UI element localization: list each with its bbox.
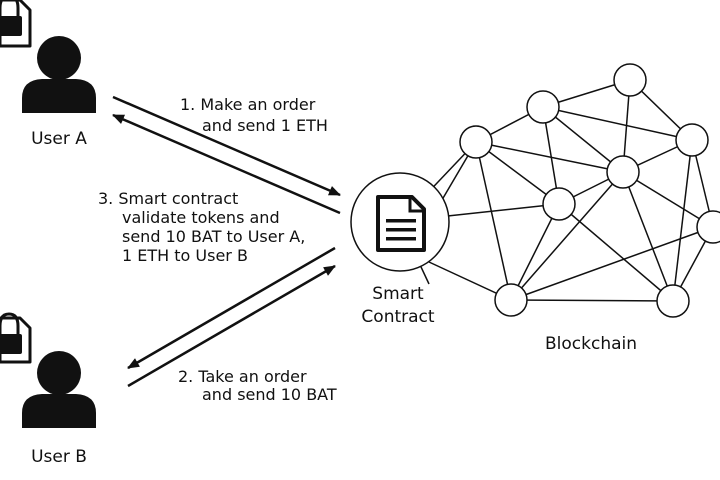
user-a-icon <box>22 36 96 113</box>
document-icon <box>376 195 426 252</box>
step-1-line-1: 1. Make an order <box>180 95 316 114</box>
blockchain-node <box>459 125 493 159</box>
blockchain-network-nodes <box>459 63 720 318</box>
locked-file-icon-b <box>0 312 32 364</box>
step-2-line-1: 2. Take an order <box>178 367 307 386</box>
step-1-line-2: and send 1 ETH <box>202 116 328 135</box>
blockchain-node <box>675 123 709 157</box>
user-a-label: User A <box>31 129 87 149</box>
step-3-line-4: 1 ETH to User B <box>122 246 248 265</box>
blockchain-node <box>656 284 690 318</box>
blockchain-node <box>613 63 647 97</box>
blockchain-node <box>494 283 528 317</box>
user-b-icon <box>22 351 96 428</box>
blockchain-node <box>542 187 576 221</box>
blockchain-node <box>526 90 560 124</box>
user-b-label: User B <box>31 447 87 467</box>
step-3-line-1: 3. Smart contract <box>98 189 239 208</box>
step-3-line-3: send 10 BAT to User A, <box>122 227 306 246</box>
smart-contract-label-line-2: Contract <box>361 307 435 327</box>
arrow-user-b-to-contract <box>127 264 336 388</box>
arrow-contract-to-user-a <box>112 113 341 215</box>
blockchain-label: Blockchain <box>545 334 638 354</box>
blockchain-node <box>606 155 640 189</box>
arrow-user-a-to-contract <box>112 95 341 197</box>
arrow-contract-to-user-b <box>127 246 336 370</box>
step-3-line-2: validate tokens and <box>122 208 280 227</box>
locked-file-icon-a <box>0 0 32 48</box>
step-2-line-2: and send 10 BAT <box>202 385 337 404</box>
smart-contract-label-line-1: Smart <box>372 284 424 304</box>
blockchain-node <box>696 210 720 244</box>
